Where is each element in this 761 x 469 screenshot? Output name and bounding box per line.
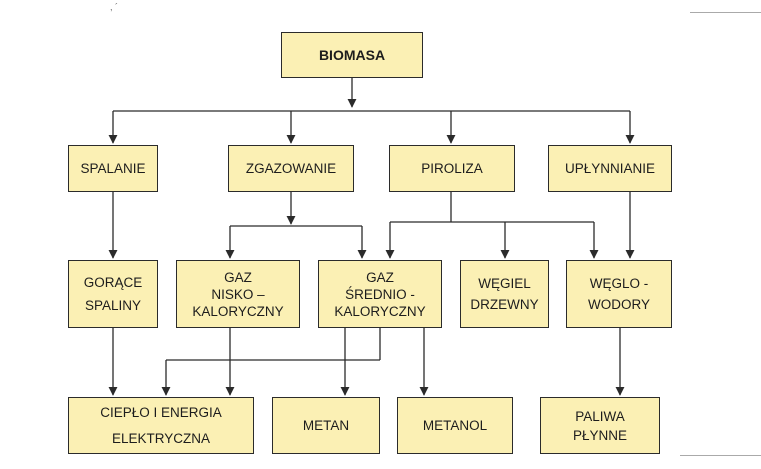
node-cieplo-energia-label: CIEPŁO I ENERGIA ELEKTRYCZNA <box>100 404 222 446</box>
node-uplynnianie-label: UPŁYNNIANIE <box>564 161 656 176</box>
node-zgazowanie-label: ZGAZOWANIE <box>245 161 337 176</box>
node-cieplo-energia: CIEPŁO I ENERGIA ELEKTRYCZNA <box>68 397 254 454</box>
node-weglowodory-label: WĘGLO - WODORY <box>587 276 650 312</box>
node-gaz-nisko-label: GAZ NISKO – KALORYCZNY <box>192 269 284 319</box>
node-gorace-spaliny: GORĄCE SPALINY <box>68 260 158 328</box>
node-piroliza: PIROLIZA <box>389 145 515 192</box>
node-biomasa-label: BIOMASA <box>318 46 386 63</box>
node-paliwa-plynne: PALIWA PŁYNNE <box>540 397 660 454</box>
node-spalanie-label: SPALANIE <box>80 161 146 176</box>
node-metanol: METANOL <box>397 397 513 454</box>
node-uplynnianie: UPŁYNNIANIE <box>548 145 672 192</box>
node-biomasa: BIOMASA <box>281 32 423 78</box>
node-zgazowanie: ZGAZOWANIE <box>228 145 354 192</box>
node-paliwa-plynne-label: PALIWA PŁYNNE <box>572 408 628 443</box>
node-gorace-spaliny-label: GORĄCE SPALINY <box>83 275 143 313</box>
node-spalanie: SPALANIE <box>68 145 158 192</box>
node-gaz-srednio-label: GAZ ŚREDNIO - KALORYCZNY <box>334 269 426 319</box>
node-gaz-nisko: GAZ NISKO – KALORYCZNY <box>176 260 300 328</box>
node-piroliza-label: PIROLIZA <box>421 161 483 176</box>
node-weglowodory: WĘGLO - WODORY <box>566 260 672 328</box>
corner-marks: , ´ <box>110 2 118 12</box>
node-metan-label: METAN <box>302 418 350 433</box>
node-gaz-srednio: GAZ ŚREDNIO - KALORYCZNY <box>318 260 442 328</box>
node-wegiel-drzewny: WĘGIEL DRZEWNY <box>460 260 549 328</box>
node-metan: METAN <box>272 397 380 454</box>
node-metanol-label: METANOL <box>422 418 488 433</box>
right-edge-line-bottom <box>680 455 761 456</box>
node-wegiel-drzewny-label: WĘGIEL DRZEWNY <box>470 276 539 312</box>
right-edge-line <box>690 12 761 13</box>
